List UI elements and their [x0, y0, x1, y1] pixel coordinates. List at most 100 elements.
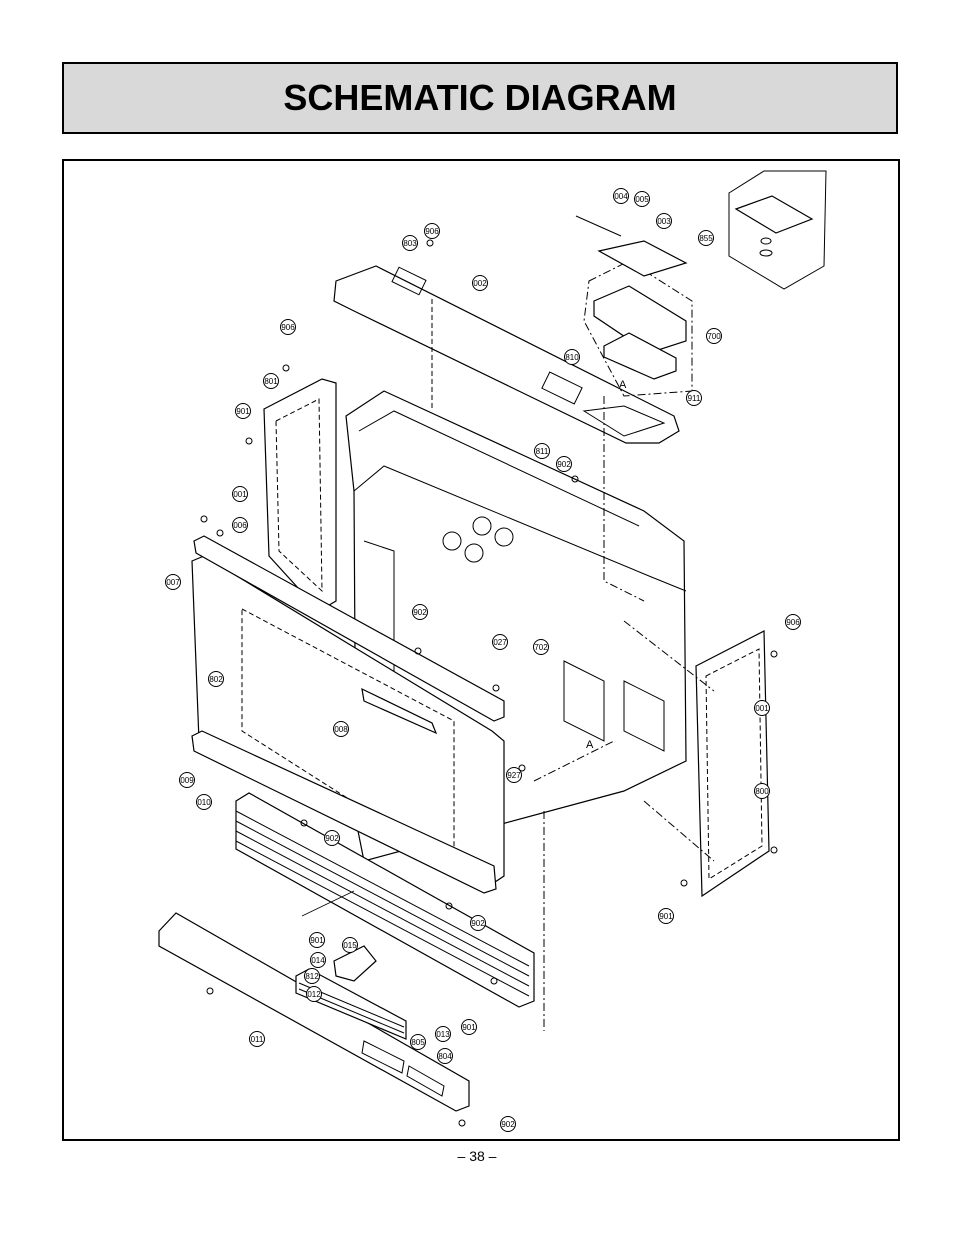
part-callout-label: 027: [493, 638, 507, 647]
part-callout-010: 010: [196, 794, 212, 810]
part-callout-label: 811: [536, 447, 549, 456]
part-callout-label: 805: [411, 1038, 425, 1047]
part-callout-label: 902: [501, 1120, 515, 1129]
part-callout-label: 901: [659, 912, 673, 921]
part-callout-803: 803: [402, 235, 418, 251]
part-callout-901: 901: [235, 403, 251, 419]
part-callout-label: 009: [180, 776, 194, 785]
part-callout-007: 007: [165, 574, 181, 590]
part-callouts: 004 005 003 855 803 906 002 700 810 911 906 801 901 8…: [165, 188, 801, 1132]
part-callout-label: 801: [264, 377, 278, 386]
part-callout-label: 901: [462, 1023, 476, 1032]
part-callout-label: 005: [635, 195, 649, 204]
part-callout-label: 003: [657, 217, 671, 226]
part-callout-label: 800: [755, 787, 769, 796]
part-callout-002: 002: [472, 275, 488, 291]
part-callout-901: 901: [309, 932, 325, 948]
part-callout-label: 902: [413, 608, 427, 617]
part-callout-label: 001: [233, 490, 247, 499]
part-callout-label: 901: [236, 407, 250, 416]
part-callout-label: 812: [305, 972, 319, 981]
part-callout-812: 812: [304, 968, 320, 984]
part-callout-927: 927: [506, 767, 522, 783]
part-callout-801: 801: [263, 373, 279, 389]
part-callout-702: 702: [533, 639, 549, 655]
part-callout-label: 700: [707, 332, 721, 341]
part-callout-015: 015: [342, 937, 358, 953]
page-number: – 38 –: [457, 1148, 497, 1164]
part-callout-811: 811: [534, 443, 550, 459]
part-callout-902: 902: [500, 1116, 516, 1132]
part-callout-label: 906: [281, 323, 295, 332]
part-callout-label: 001: [755, 704, 769, 713]
part-callout-012: 012: [306, 986, 322, 1002]
part-callout-label: 010: [197, 798, 211, 807]
part-callout-label: 006: [233, 521, 247, 530]
part-callout-906: 906: [424, 223, 440, 239]
part-callout-001: 001: [232, 486, 248, 502]
part-callout-013: 013: [435, 1026, 451, 1042]
control-unit-shape: [593, 285, 687, 354]
part-callout-label: 007: [166, 578, 180, 587]
part-callout-014: 014: [310, 952, 326, 968]
front-grille-shape: [235, 792, 535, 1008]
inset-box-855: [728, 170, 827, 290]
diagram-frame: 004 005 003 855 803 906 002 700 810 911 906 801 901 8…: [62, 159, 900, 1141]
part-callout-label: 002: [473, 279, 487, 288]
part-callout-001: 001: [754, 700, 770, 716]
part-callout-label: 902: [471, 919, 485, 928]
part-callout-906: 906: [785, 614, 801, 630]
part-callout-006: 006: [232, 517, 248, 533]
part-callout-label: 008: [334, 725, 348, 734]
part-callout-901: 901: [658, 908, 674, 924]
right-side-panel-shape: [695, 630, 770, 898]
page-title: SCHEMATIC DIAGRAM: [283, 77, 677, 118]
part-callout-label: 906: [786, 618, 800, 627]
part-callout-label: 012: [307, 990, 321, 999]
part-callout-027: 027: [492, 634, 508, 650]
part-callout-label: 014: [311, 956, 325, 965]
part-callout-800: 800: [754, 783, 770, 799]
reference-marks: AA: [586, 379, 627, 751]
part-callout-label: 011: [251, 1035, 264, 1044]
part-callout-003: 003: [656, 213, 672, 229]
part-callout-label: 004: [614, 192, 628, 201]
part-callout-805: 805: [410, 1034, 426, 1050]
part-callout-label: 906: [425, 227, 439, 236]
part-callout-label: 015: [343, 941, 357, 950]
part-callout-009: 009: [179, 772, 195, 788]
part-callout-005: 005: [634, 191, 650, 207]
part-callout-810: 810: [564, 349, 580, 365]
part-callout-label: 802: [209, 675, 223, 684]
part-callout-911: 911: [686, 390, 702, 406]
base-front-shape: [158, 912, 470, 1112]
part-callout-008: 008: [333, 721, 349, 737]
left-side-panel-shape: [263, 378, 337, 612]
reference-mark-1: A: [619, 379, 627, 391]
part-callout-700: 700: [706, 328, 722, 344]
part-callout-label: 855: [699, 234, 713, 243]
part-callout-label: 901: [310, 936, 324, 945]
part-callout-902: 902: [470, 915, 486, 931]
part-callout-804: 804: [437, 1048, 453, 1064]
part-callout-901: 901: [461, 1019, 477, 1035]
part-callout-label: 702: [534, 643, 548, 652]
part-callout-label: 927: [507, 771, 521, 780]
part-callout-label: 810: [565, 353, 579, 362]
part-callout-label: 911: [688, 394, 701, 403]
part-callout-011: 011: [249, 1031, 265, 1047]
part-callout-label: 013: [436, 1030, 450, 1039]
part-callout-855: 855: [698, 230, 714, 246]
screws: [200, 239, 778, 1127]
exploded-view-diagram: 004 005 003 855 803 906 002 700 810 911 906 801 901 8…: [158, 170, 827, 1132]
part-callout-902: 902: [324, 830, 340, 846]
part-callout-004: 004: [613, 188, 629, 204]
reference-mark-2: A: [586, 739, 594, 751]
part-callout-label: 804: [438, 1052, 452, 1061]
part-callout-902: 902: [412, 604, 428, 620]
part-callout-label: 902: [557, 460, 571, 469]
part-callout-902: 902: [556, 456, 572, 472]
title-banner: SCHEMATIC DIAGRAM: [62, 62, 898, 134]
part-callout-906: 906: [280, 319, 296, 335]
part-callout-label: 902: [325, 834, 339, 843]
